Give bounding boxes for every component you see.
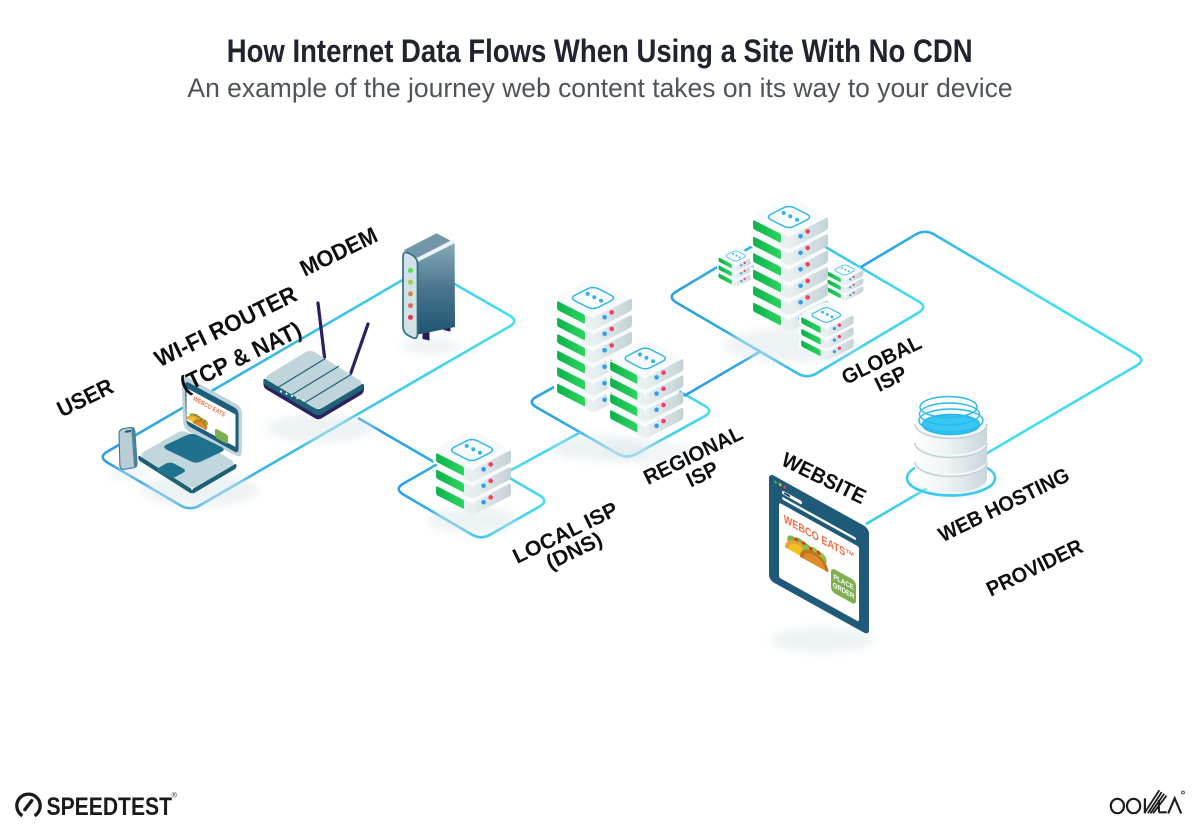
svg-text:USER: USER [53, 373, 118, 422]
svg-text:PROVIDER: PROVIDER [983, 535, 1087, 602]
svg-text:SPEEDTEST: SPEEDTEST [47, 792, 173, 820]
svg-text:®: ® [172, 791, 178, 800]
svg-text:MODEM: MODEM [296, 222, 382, 281]
